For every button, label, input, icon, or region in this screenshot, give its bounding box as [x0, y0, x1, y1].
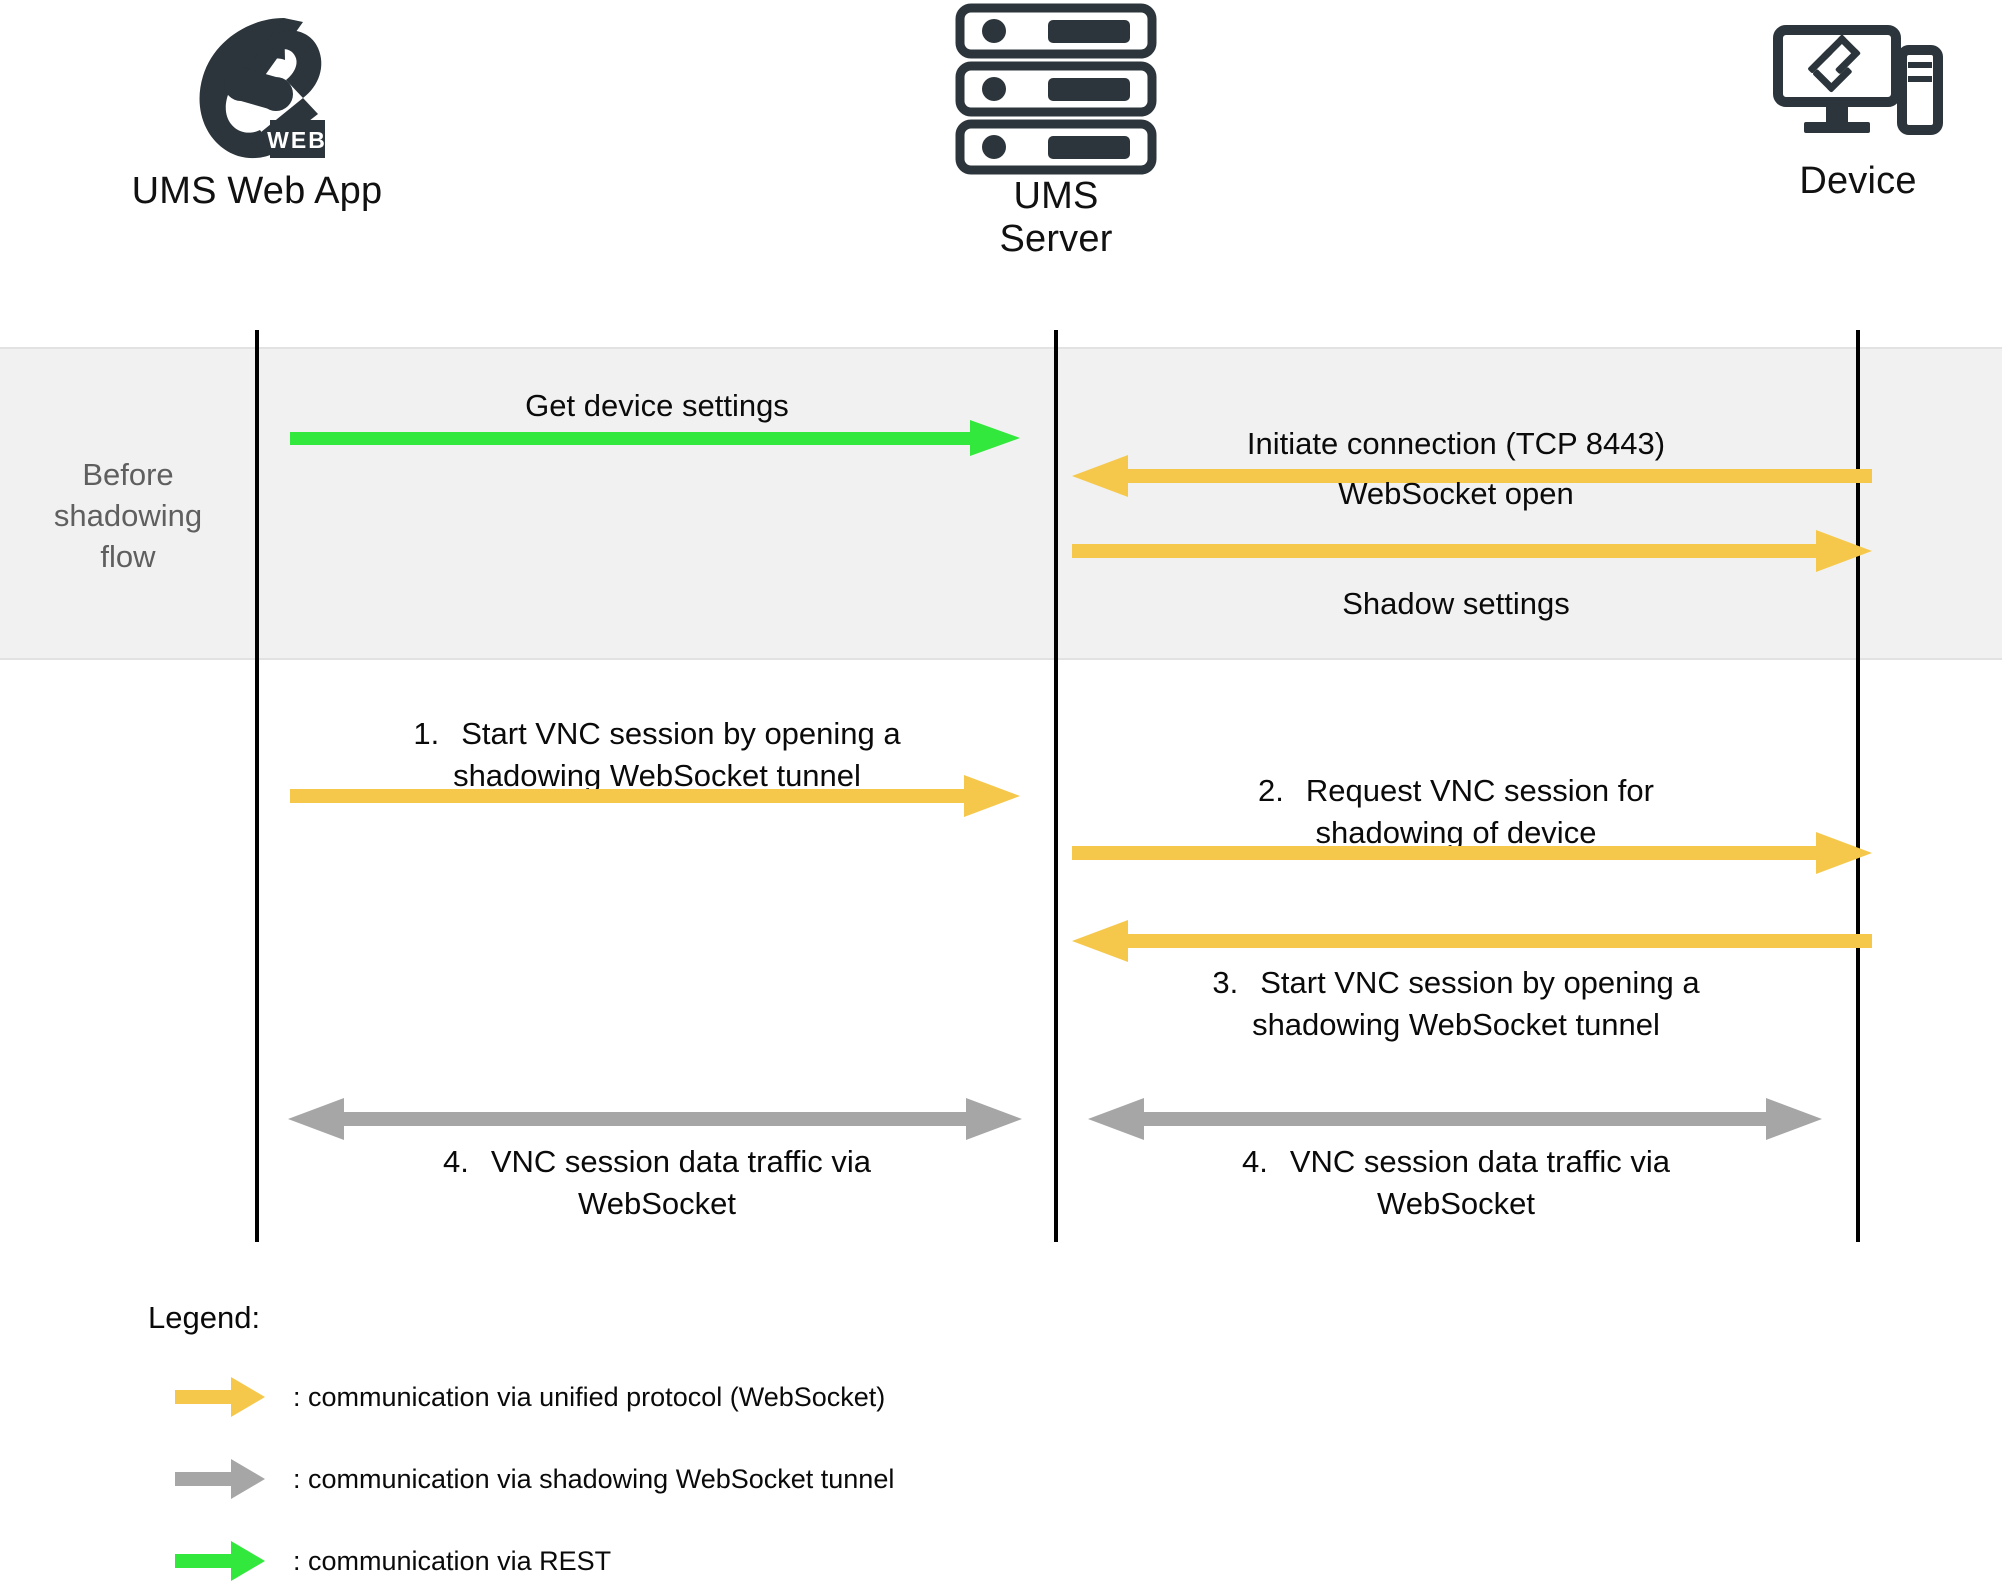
legend-text-unified: : communication via unified protocol (We…	[293, 1381, 886, 1412]
message-label-step-4-left: 4. VNC session data traffic via WebSocket	[257, 1141, 1057, 1225]
svg-text:WEB: WEB	[267, 127, 327, 153]
message-label-step-1: 1. Start VNC session by opening a shadowi…	[257, 713, 1057, 797]
message-arrow-initiate-connection	[1072, 455, 1872, 497]
before-shadowing-band	[0, 347, 2002, 660]
message-arrow-step-4-right	[1088, 1098, 1822, 1140]
legend-item-unified: : communication via unified protocol (We…	[175, 1375, 885, 1419]
step-number-4-right: 4.	[1241, 1144, 1268, 1179]
actor-label-device: Device	[1799, 160, 1917, 202]
step-text-4-left: VNC session data traffic via WebSocket	[490, 1144, 872, 1221]
message-arrow-step-1	[290, 775, 1020, 817]
lifeline-web-app	[255, 330, 259, 1242]
lifeline-server	[1054, 330, 1058, 1242]
phase-label: Before shadowing flow	[53, 457, 203, 574]
message-arrow-step-2	[1072, 832, 1872, 874]
step-number-3: 3.	[1212, 965, 1239, 1000]
actor-label-web-app: UMS Web App	[131, 170, 383, 212]
step-text-3: Start VNC session by opening a shadowing…	[1252, 965, 1700, 1042]
message-label-get-device-settings: Get device settings	[525, 388, 789, 423]
message-label-step-3: 3. Start VNC session by opening a shadowi…	[1056, 962, 1856, 1046]
legend-text-tunnel: : communication via shadowing WebSocket …	[293, 1463, 895, 1494]
arrow-rest-icon	[175, 1541, 265, 1581]
actor-web-app: WEB UMS Web App	[57, 10, 457, 213]
message-label-websocket-open: WebSocket open	[1338, 476, 1574, 511]
message-label-initiate-connection: Initiate connection (TCP 8443)	[1246, 426, 1666, 461]
legend-item-rest: : communication via REST	[175, 1539, 611, 1583]
message-arrow-step-4-left	[288, 1098, 1022, 1140]
server-rack-icon	[955, 3, 1157, 175]
step-number-1: 1.	[413, 716, 440, 751]
step-text-1: Start VNC session by opening a shadowing…	[453, 716, 901, 793]
legend-item-tunnel: : communication via shadowing WebSocket …	[175, 1457, 894, 1501]
arrow-unified-protocol-icon	[175, 1377, 265, 1417]
message-arrow-get-device-settings	[290, 420, 1020, 456]
step-number-4-left: 4.	[442, 1144, 469, 1179]
step-text-2: Request VNC session for shadowing of dev…	[1305, 773, 1654, 850]
monitor-device-icon	[1773, 25, 1943, 135]
actor-device: Device	[1658, 20, 2002, 203]
step-text-4-right: VNC session data traffic via WebSocket	[1289, 1144, 1671, 1221]
message-label-step-4-right: 4. VNC session data traffic via WebSocket	[1056, 1141, 1856, 1225]
message-label-shadow-settings: Shadow settings	[1342, 586, 1570, 621]
legend-text-rest: : communication via REST	[293, 1545, 612, 1576]
legend-title: Legend:	[148, 1300, 261, 1335]
arrow-shadow-tunnel-icon	[175, 1459, 265, 1499]
step-number-2: 2.	[1258, 773, 1284, 808]
message-label-step-2: 2. Request VNC session for shadowing of d…	[1056, 770, 1856, 854]
actor-label-server: UMS Server	[999, 175, 1113, 260]
message-arrow-websocket-open	[1072, 530, 1872, 572]
message-arrow-step-3	[1072, 920, 1872, 962]
lifeline-device	[1856, 330, 1860, 1242]
ums-web-logo-icon: WEB	[199, 18, 327, 159]
actor-server: UMS Server	[856, 0, 1256, 260]
